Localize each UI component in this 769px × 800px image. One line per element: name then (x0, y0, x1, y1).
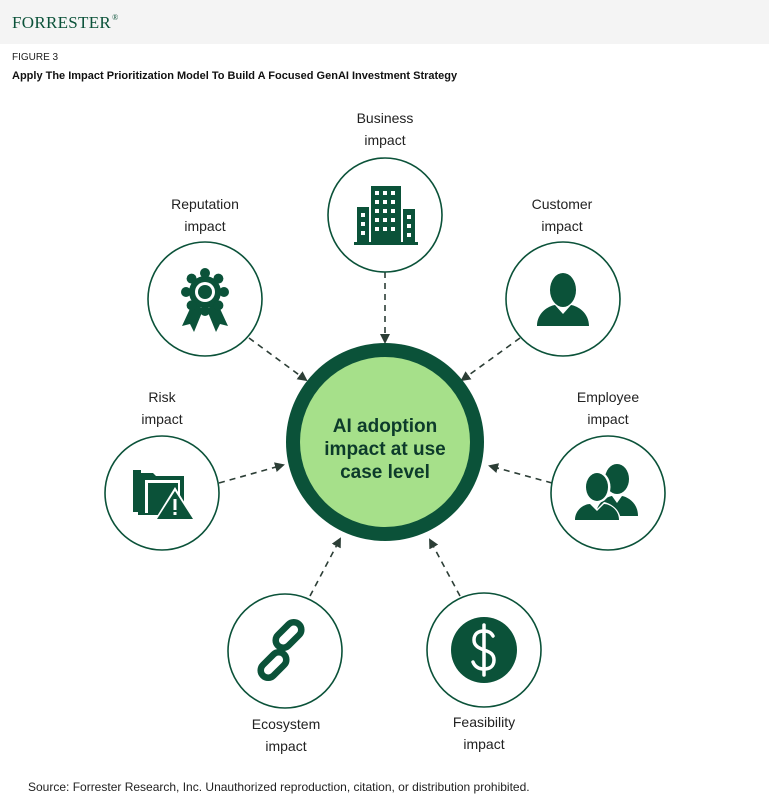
arrow-ecosystem (309, 537, 341, 597)
node-employee: Employee impact (550, 389, 666, 551)
svg-text:impact: impact (265, 738, 306, 754)
header-bar: FORRESTER® (0, 0, 769, 44)
center-node: AI adoption impact at use case level (286, 343, 484, 541)
people-icon (573, 464, 638, 522)
arrow-feasibility (429, 538, 461, 597)
svg-text:case level: case level (340, 462, 430, 483)
svg-text:AI adoption: AI adoption (333, 416, 437, 437)
award-ribbon-icon (181, 268, 229, 332)
svg-text:impact: impact (541, 218, 582, 234)
svg-text:impact: impact (364, 132, 405, 148)
chain-link-icon (257, 618, 305, 682)
svg-text:Employee: Employee (577, 389, 639, 405)
dollar-icon (451, 617, 517, 683)
figure-label: FIGURE 3 (12, 52, 59, 63)
arrow-customer (460, 337, 521, 382)
node-reputation: Reputation impact (147, 196, 263, 357)
svg-text:Business: Business (357, 110, 414, 126)
svg-text:impact: impact (184, 218, 225, 234)
node-customer: Customer impact (505, 196, 621, 357)
svg-text:Feasibility: Feasibility (453, 714, 515, 730)
arrow-employee (488, 463, 553, 484)
svg-text:Customer: Customer (532, 196, 593, 212)
office-building-icon (354, 186, 418, 245)
svg-text:impact: impact (587, 411, 628, 427)
forrester-logo: FORRESTER® (12, 13, 119, 32)
svg-text:impact: impact (141, 411, 182, 427)
node-ecosystem: Ecosystem impact (227, 593, 343, 754)
figure-title: Apply The Impact Prioritization Model To… (12, 70, 458, 82)
svg-text:impact: impact (463, 736, 504, 752)
arrow-reputation (248, 337, 308, 382)
svg-text:impact at use: impact at use (324, 439, 445, 460)
source-note: Source: Forrester Research, Inc. Unautho… (28, 780, 530, 794)
node-business: Business impact (327, 110, 443, 273)
svg-text:Reputation: Reputation (171, 196, 239, 212)
arrow-risk (218, 462, 285, 484)
person-icon (537, 273, 589, 326)
folder-warning-icon (133, 470, 196, 521)
svg-text:Risk: Risk (148, 389, 176, 405)
node-risk: Risk impact (104, 389, 220, 551)
node-feasibility: Feasibility impact (426, 592, 542, 752)
svg-text:Ecosystem: Ecosystem (252, 716, 320, 732)
